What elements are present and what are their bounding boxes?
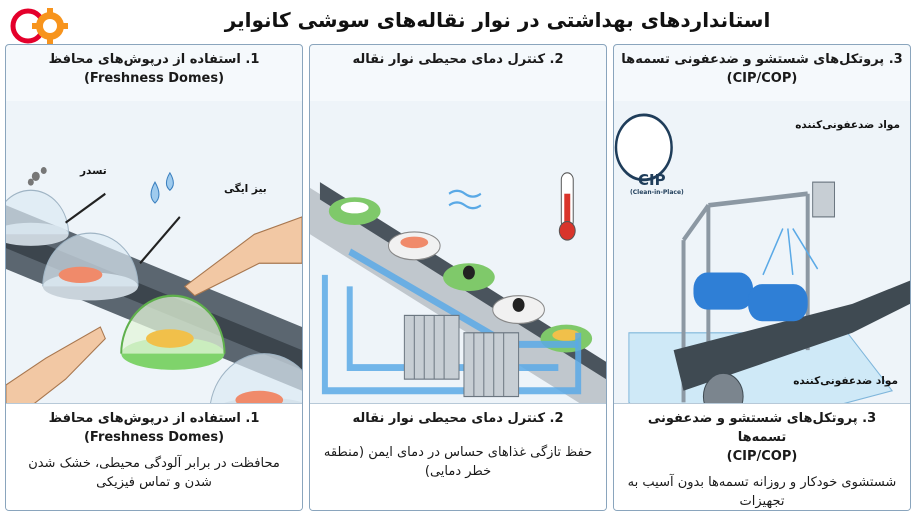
footer-subtitle: (CIP/COP) <box>726 448 798 464</box>
footer-description: شستشوی خودکار و روزانه تسمه‌ها بدون آسیب… <box>627 474 897 510</box>
panel-footer: 2. کنترل دمای محیطی نوار نقاله حفظ تازگی… <box>310 403 606 510</box>
footer-title: 3. پروتکل‌های شستشو و ضدعفونی تسمه‌ها <box>647 411 877 445</box>
footer-description: حفظ تازگی غذاهای حساس در دمای ایمن (منطق… <box>323 444 593 480</box>
cip-illustration <box>614 101 910 451</box>
gear-logo-icon <box>10 8 68 44</box>
panel-cip-cop: 3. پروتکل‌های شستشو و ضدعفونی تسمه‌ها (C… <box>613 44 911 511</box>
cip-badge-label: CIP <box>638 171 666 189</box>
label-hygiene: بیز ایگی <box>224 183 267 195</box>
brush-icon <box>693 272 808 322</box>
panel-subtitle: (CIP/COP) <box>726 70 798 86</box>
page-title: استانداردهای بهداشتی در نوار نقاله‌های س… <box>224 8 771 32</box>
panel-footer: 1. استفاده از درپوش‌های محافظ (Freshness… <box>6 403 302 510</box>
footer-title: 1. استفاده از درپوش‌های محافظ <box>48 411 260 426</box>
brand-logo <box>10 6 72 46</box>
label-dust: تسدر <box>80 165 107 177</box>
panel-title-text: 3. پروتکل‌های شستشو و ضدعفونی تسمه‌ها <box>621 52 903 67</box>
radiator-icon <box>403 314 520 398</box>
panel-title-text: 2. کنترل دمای محیطی نوار نقاله <box>352 52 564 67</box>
cip-badge-icon <box>614 113 673 182</box>
panel-title: 3. پروتکل‌های شستشو و ضدعفونی تسمه‌ها (C… <box>620 51 904 89</box>
footer-title: 2. کنترل دمای محیطی نوار نقاله <box>352 411 564 426</box>
disinfectant-tank-icon <box>812 181 836 218</box>
label-disinfectant-bottom: مواد ضدعفونی‌کننده <box>793 375 898 387</box>
panel-title: 2. کنترل دمای محیطی نوار نقاله <box>316 51 600 70</box>
panel-title-text: 1. استفاده از درپوش‌های محافظ <box>48 52 260 67</box>
panel-title: 1. استفاده از درپوش‌های محافظ (Freshness… <box>12 51 296 89</box>
panel-freshness-domes: 1. استفاده از درپوش‌های محافظ (Freshness… <box>5 44 303 511</box>
footer-description: محافظت در برابر آلودگی محیطی، خشک شدن شد… <box>28 455 280 491</box>
freshness-dome-illustration <box>6 101 302 451</box>
footer-subtitle: (Freshness Domes) <box>83 429 225 445</box>
panel-footer: 3. پروتکل‌های شستشو و ضدعفونی تسمه‌ها (C… <box>614 403 910 510</box>
panel-subtitle: (Freshness Domes) <box>83 70 225 86</box>
cip-badge-sublabel: (Clean-in-Place) <box>630 189 684 196</box>
label-disinfectant-top: مواد ضدعفونی‌کننده <box>795 119 900 131</box>
temperature-illustration <box>310 101 606 451</box>
water-drop-icon <box>150 171 174 204</box>
panel-temperature-control: 2. کنترل دمای محیطی نوار نقاله <box>309 44 607 511</box>
